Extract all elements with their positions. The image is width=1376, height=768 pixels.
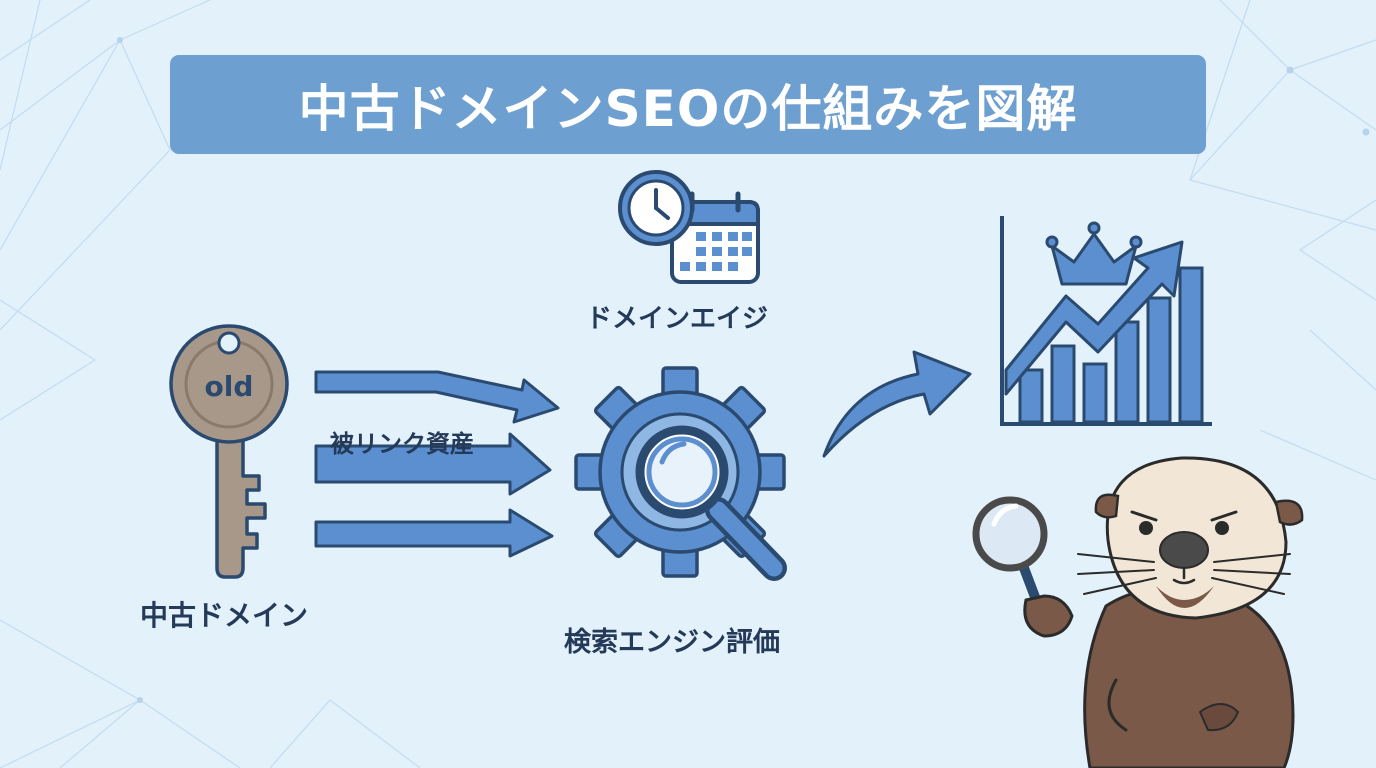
curved-arrow-icon (822, 350, 972, 458)
domain-age-icon (618, 170, 760, 284)
used-domain-label: 中古ドメイン (140, 599, 309, 632)
growth-chart-icon (1000, 216, 1212, 426)
domain-age-label: ドメインエイジ (586, 304, 769, 334)
key-tag-text: old (205, 370, 254, 403)
crown-icon (1045, 221, 1143, 286)
page-title: 中古ドメインSEOの仕組みを図解 (298, 79, 1078, 138)
arrow-bottom (314, 508, 554, 558)
magnifier-icon (635, 425, 787, 581)
key-icon: old (169, 324, 289, 579)
arrow-middle (314, 432, 552, 496)
calendar-icon (670, 191, 760, 284)
sea-otter-mascot (972, 456, 1304, 768)
backlink-assets-label: 被リンク資産 (330, 430, 474, 458)
clock-icon (618, 170, 694, 246)
gear-icon (574, 366, 787, 581)
arrow-top (314, 370, 560, 424)
backlink-arrows (314, 370, 560, 558)
search-engine-evaluation-label: 検索エンジン評価 (564, 627, 780, 658)
title-banner: 中古ドメインSEOの仕組みを図解 (170, 55, 1206, 154)
